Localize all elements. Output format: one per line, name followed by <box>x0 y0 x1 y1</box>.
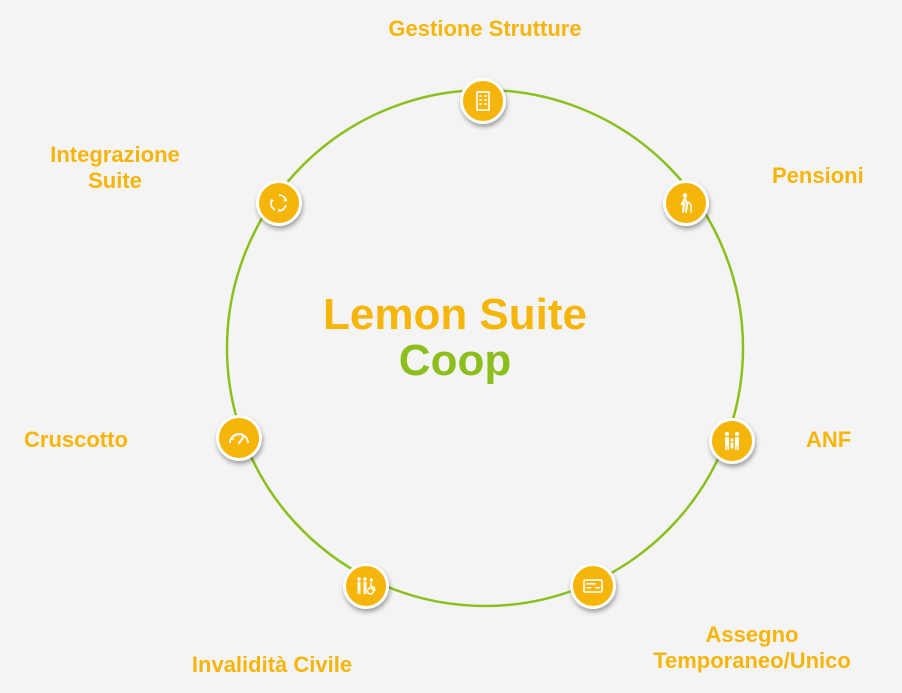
label-pensioni: Pensioni <box>772 163 864 188</box>
building-icon <box>476 91 490 111</box>
label-integrazione-line1: Integrazione <box>50 142 180 167</box>
label-assegno: Assegno Temporaneo/Unico <box>607 622 897 675</box>
disability-icon <box>357 577 376 595</box>
center-title: Lemon Suite Coop <box>290 290 620 386</box>
node-invalidita-civile[interactable] <box>343 563 389 609</box>
node-integrazione-suite[interactable] <box>256 180 302 226</box>
node-anf[interactable] <box>709 418 755 464</box>
check-card-icon <box>583 579 603 593</box>
node-cruscotto[interactable] <box>216 415 262 461</box>
label-anf: ANF <box>806 427 852 452</box>
center-title-line2: Coop <box>398 336 512 386</box>
label-integrazione-suite: Integrazione Suite <box>0 142 230 195</box>
label-assegno-line1: Assegno <box>705 622 799 647</box>
label-gestione-strutture: Gestione Strutture <box>388 16 582 41</box>
label-invalidita-civile: Invalidità Civile <box>191 652 353 677</box>
family-icon <box>725 432 739 450</box>
node-gestione-strutture[interactable] <box>460 78 506 124</box>
label-cruscotto: Cruscotto <box>24 427 128 452</box>
label-integrazione-line2: Suite <box>88 168 142 194</box>
node-pensioni[interactable] <box>663 180 709 226</box>
node-assegno[interactable] <box>570 563 616 609</box>
elderly-person-icon <box>680 193 692 213</box>
cycle-arrows-icon <box>270 194 288 212</box>
speedometer-icon <box>229 433 249 444</box>
center-title-line1: Lemon Suite <box>322 290 588 339</box>
label-assegno-line2: Temporaneo/Unico <box>653 648 851 674</box>
